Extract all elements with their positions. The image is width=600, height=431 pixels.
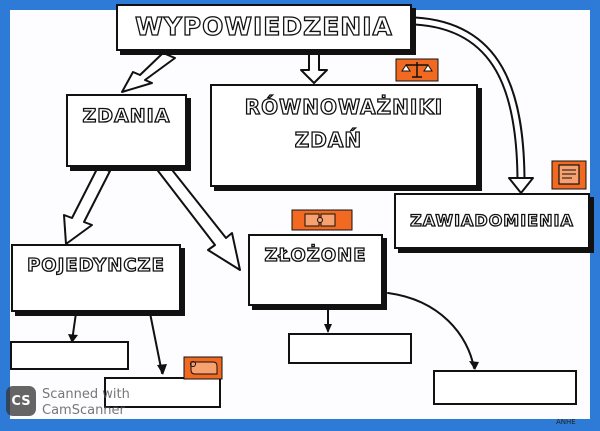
- camscanner-logo: CS: [6, 386, 36, 416]
- line-pojedyncze-to-blank-2: [149, 312, 163, 374]
- arrow-title-to-zdania: [121, 52, 176, 93]
- node-rownowazniki: RÓWNOWAŻNIKI ZDAŃ: [210, 84, 478, 187]
- arrow-zdania-to-pojedyncze: [63, 166, 111, 245]
- watermark-line2: CamScanner: [42, 402, 125, 418]
- author-signature: ANHE: [556, 418, 576, 426]
- scales-icon: [395, 58, 439, 82]
- node-zlozone: ZŁOŻONE: [248, 234, 383, 306]
- watermark-line1: Scanned with: [42, 387, 130, 402]
- node-pojedyncze: POJEDYNCZE: [11, 244, 181, 312]
- document-icon: [551, 160, 587, 190]
- blank-box-4: [433, 370, 577, 405]
- blank-box-3: [288, 333, 412, 364]
- arrow-title-to-rownowazniki: [300, 50, 328, 84]
- node-pojedyncze-label: POJEDYNCZE: [26, 255, 165, 277]
- node-zawiadomienia-label: ZAWIADOMIENIA: [410, 210, 574, 230]
- line-zlozone-to-blank-4: [387, 292, 475, 369]
- node-wypowiedzenia-label: WYPOWIEDZENIA: [134, 12, 393, 42]
- node-zdania: ZDANIA: [66, 94, 187, 167]
- camscanner-watermark: Scanned with CamScanner: [42, 387, 130, 418]
- camscanner-logo-text: CS: [11, 393, 31, 409]
- node-zawiadomienia: ZAWIADOMIENIA: [394, 193, 590, 249]
- puzzle-icon: [291, 209, 353, 231]
- arrow-zdania-to-zlozone: [154, 160, 241, 271]
- blank-box-2: [104, 377, 221, 408]
- node-wypowiedzenia: WYPOWIEDZENIA: [116, 4, 412, 51]
- scroll-icon: [183, 356, 223, 380]
- node-zdania-label: ZDANIA: [82, 105, 171, 128]
- node-rownowazniki-label: RÓWNOWAŻNIKI ZDAŃ: [244, 95, 444, 152]
- node-zlozone-label: ZŁOŻONE: [264, 245, 367, 267]
- node-rownowazniki-line2: ZDAŃ: [294, 128, 363, 152]
- blank-box-1: [10, 341, 129, 370]
- node-rownowazniki-line1: RÓWNOWAŻNIKI: [244, 95, 444, 119]
